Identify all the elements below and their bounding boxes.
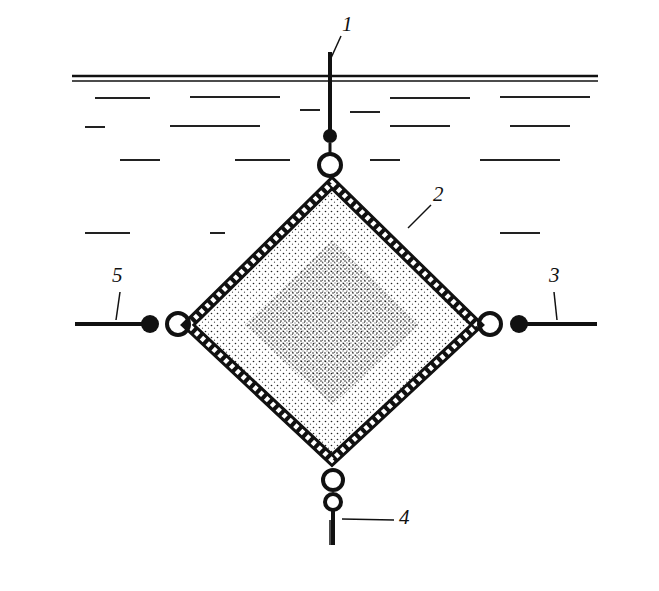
- leader-lines: [116, 36, 557, 520]
- right-rope: [479, 313, 597, 335]
- net-frame: [188, 183, 477, 460]
- callout-number: 2: [431, 184, 446, 205]
- callout-number: 1: [340, 14, 355, 35]
- callout-number: 3: [547, 265, 562, 286]
- callout-number: 4: [397, 507, 412, 528]
- bottom-rope: [323, 470, 343, 545]
- left-rope: [75, 313, 189, 335]
- callout-number: 5: [110, 265, 125, 286]
- top-rope: [319, 52, 341, 176]
